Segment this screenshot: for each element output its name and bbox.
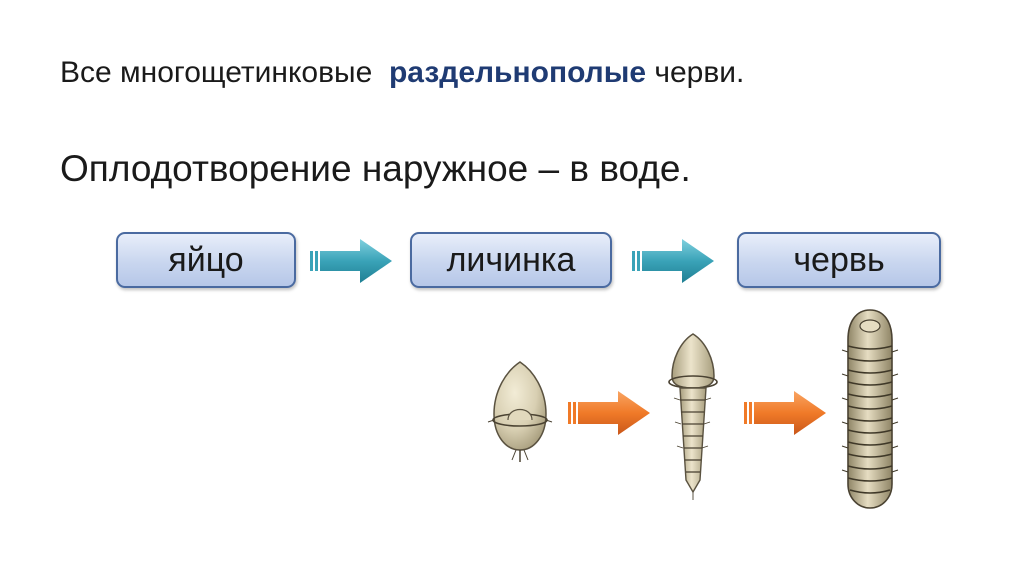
statement-line-2: Оплодотворение наружное – в воде. bbox=[60, 148, 691, 189]
orange-arrow-icon bbox=[568, 391, 650, 435]
larva-illustration bbox=[668, 333, 718, 500]
line1-prefix: Все многощетинковые bbox=[60, 56, 373, 89]
egg-larva-illustration bbox=[487, 361, 553, 462]
statement-line-1: Все многощетинковые раздельнополые черви… bbox=[60, 56, 744, 90]
stage-box-worm: червь bbox=[737, 232, 941, 288]
orange-arrow-icon bbox=[744, 391, 826, 435]
stage-box-egg: яйцо bbox=[116, 232, 296, 288]
stage-box-larva: личинка bbox=[410, 232, 612, 288]
line1-suffix: черви. bbox=[654, 56, 745, 89]
line1-highlight: раздельнополые bbox=[388, 56, 647, 89]
teal-arrow-icon bbox=[632, 239, 714, 283]
teal-arrow-icon bbox=[310, 239, 392, 283]
worm-illustration bbox=[841, 309, 899, 509]
